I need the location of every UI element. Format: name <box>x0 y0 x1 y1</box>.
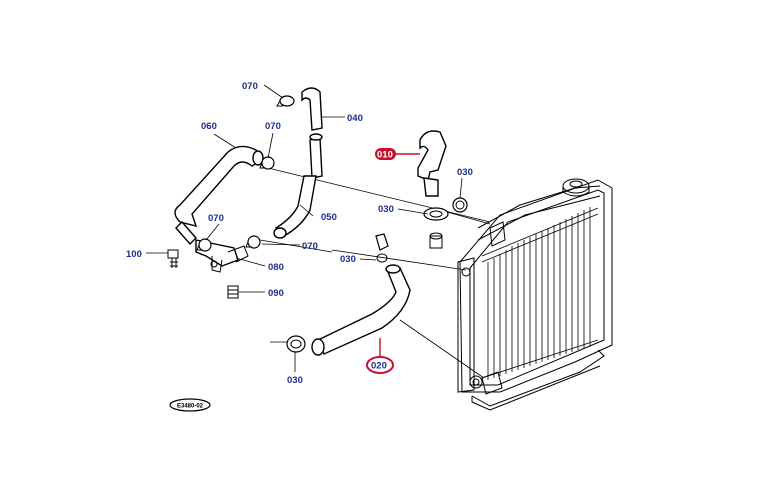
callout-labels: 070 040 060 070 070 050 070 100 080 090 … <box>126 81 473 386</box>
drawing-code: E3480-02 <box>177 404 204 410</box>
callout-020: 020 <box>371 361 387 372</box>
clamp-030-a <box>452 197 468 213</box>
bolt-100 <box>167 249 179 268</box>
clamp-070-d <box>245 235 261 249</box>
callout-050: 050 <box>321 212 337 223</box>
callout-070-b: 070 <box>265 121 281 132</box>
hose-060 <box>174 145 264 246</box>
hose-020 <box>311 264 411 356</box>
clamp-030-b <box>423 207 449 221</box>
drawing-stamp: E3480-02 <box>169 398 211 412</box>
callout-070-d: 070 <box>302 241 318 252</box>
clamp-030-c <box>375 233 389 263</box>
callout-030-b: 030 <box>378 204 394 215</box>
callout-010-highlight: 010 <box>375 148 396 161</box>
clamp-070-c <box>196 238 212 252</box>
callout-060: 060 <box>201 121 217 132</box>
hose-050 <box>273 175 317 239</box>
clamp-070-a <box>276 95 295 107</box>
hose-010 <box>417 130 447 197</box>
radiator <box>457 178 613 411</box>
radiator-inlet-stub <box>429 232 443 249</box>
callout-030-a: 030 <box>457 167 473 178</box>
callout-010: 010 <box>377 150 393 161</box>
callout-040: 040 <box>347 113 363 124</box>
callout-030-c: 030 <box>340 254 356 265</box>
callout-100: 100 <box>126 249 142 260</box>
callout-070-c: 070 <box>208 213 224 224</box>
hose-040 <box>301 87 323 179</box>
callout-090: 090 <box>268 288 284 299</box>
clamp-070-b <box>259 156 275 170</box>
callout-030-d: 030 <box>287 375 303 386</box>
radiator-cap <box>562 178 590 197</box>
callout-020-highlight: 020 <box>366 356 394 374</box>
clamp-030-d <box>286 335 306 353</box>
callout-leaders <box>146 84 463 372</box>
plug-090 <box>227 285 239 299</box>
callout-070-a: 070 <box>242 81 258 92</box>
radiator-core <box>481 207 599 380</box>
callout-080: 080 <box>268 262 284 273</box>
